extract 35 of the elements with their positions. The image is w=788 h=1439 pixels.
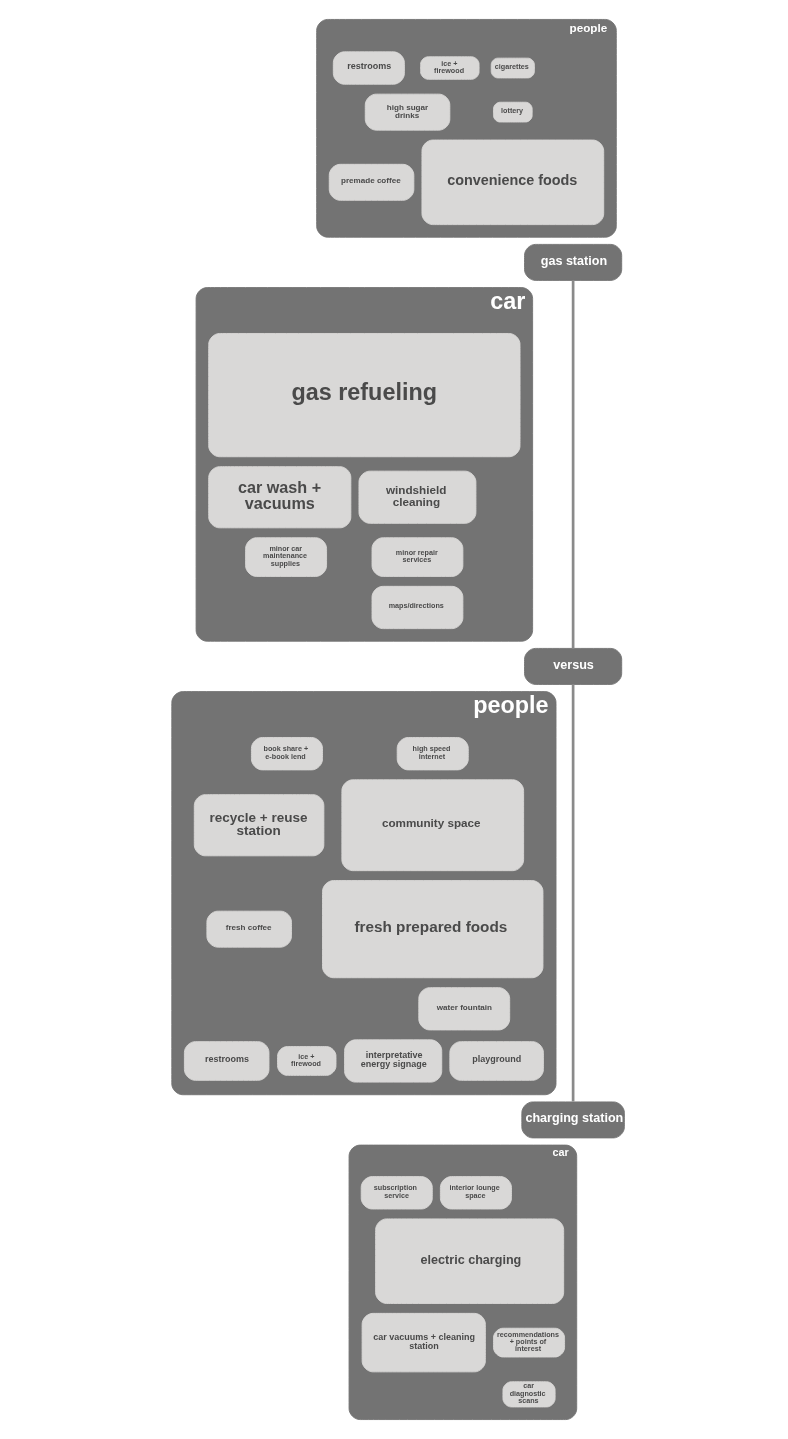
node-box: ice + firewood <box>419 56 480 80</box>
node-box: minor repair services <box>371 537 463 577</box>
node-box: book share + e-book lend <box>250 737 323 771</box>
connector <box>571 684 574 1102</box>
node-box: interpretative energy signage <box>343 1039 442 1083</box>
node-box: convenience foods <box>421 139 604 226</box>
node-box: high sugar drinks <box>364 93 450 131</box>
node-box: ice + firewood <box>276 1046 336 1076</box>
node-box: water fountain <box>417 987 510 1031</box>
node-box: maps/directions <box>371 585 463 630</box>
node-box: high speed internet <box>396 737 469 771</box>
node-box: recycle + reuse station <box>193 794 324 857</box>
node-box: playground <box>448 1041 544 1081</box>
node-box: electric charging <box>374 1218 564 1304</box>
node-box: gas station <box>523 243 622 281</box>
node-box: fresh coffee <box>205 910 292 948</box>
node-box: minor car maintenance supplies <box>244 537 327 577</box>
node-box: restrooms <box>332 51 405 85</box>
node-box: lottery <box>492 101 533 123</box>
node-box: fresh prepared foods <box>321 880 543 979</box>
node-box: premade coffee <box>328 163 414 201</box>
node-box: car diagnostic scans <box>502 1381 556 1408</box>
node-box: gas refueling <box>207 333 520 458</box>
node-box: restrooms <box>183 1041 269 1081</box>
node-box: car wash + vacuums <box>207 466 351 529</box>
node-box: subscription service <box>360 1176 433 1210</box>
node-box: cigarettes <box>490 57 535 79</box>
node-box: interior lounge space <box>439 1176 512 1210</box>
node-box: recommendations + points of interest <box>492 1327 565 1358</box>
connector <box>571 280 574 649</box>
node-box: charging station <box>520 1101 625 1139</box>
node-box: community space <box>340 779 524 872</box>
node-box: windshield cleaning <box>358 470 476 524</box>
node-box: versus <box>523 647 622 685</box>
node-box: car vacuums + cleaning station <box>361 1312 486 1373</box>
